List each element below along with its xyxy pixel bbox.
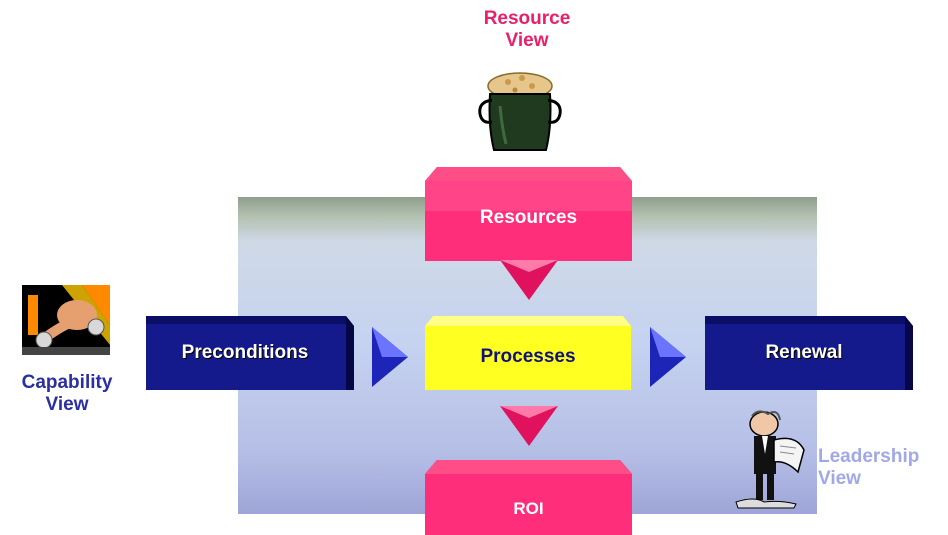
leadership-view-label: Leadership View [818, 446, 948, 490]
renewal-block: Renewal [705, 316, 913, 390]
roi-block: ROI [425, 460, 632, 535]
arrow-down-icon [500, 406, 558, 446]
resource-view-line1: Resource [483, 8, 571, 29]
resources-label: Resources [479, 207, 578, 228]
preconditions-label: Preconditions [181, 342, 309, 363]
capability-view-line1: Capability [21, 372, 113, 393]
capability-view-line2: View [45, 394, 89, 415]
resource-view-line2: View [505, 30, 549, 51]
arrow-down-icon [500, 260, 558, 300]
renewal-label: Renewal [765, 342, 843, 363]
preconditions-block: Preconditions [146, 316, 354, 390]
processes-label: Processes [480, 346, 576, 367]
resource-view-label: Resource View [455, 8, 599, 52]
businessman-reading-icon [735, 410, 805, 509]
processes-block: Processes [425, 316, 631, 390]
arrow-right-icon [650, 327, 686, 387]
roi-label: ROI [513, 498, 544, 518]
leadership-view-line1: Leadership [818, 446, 920, 467]
capability-view-label: Capability View [0, 372, 134, 416]
arrow-right-icon [372, 327, 408, 387]
muscle-arm-icon [22, 285, 110, 355]
resources-block: Resources [425, 167, 632, 261]
leadership-view-line2: View [818, 468, 861, 489]
pot-of-grain-icon [478, 72, 562, 151]
